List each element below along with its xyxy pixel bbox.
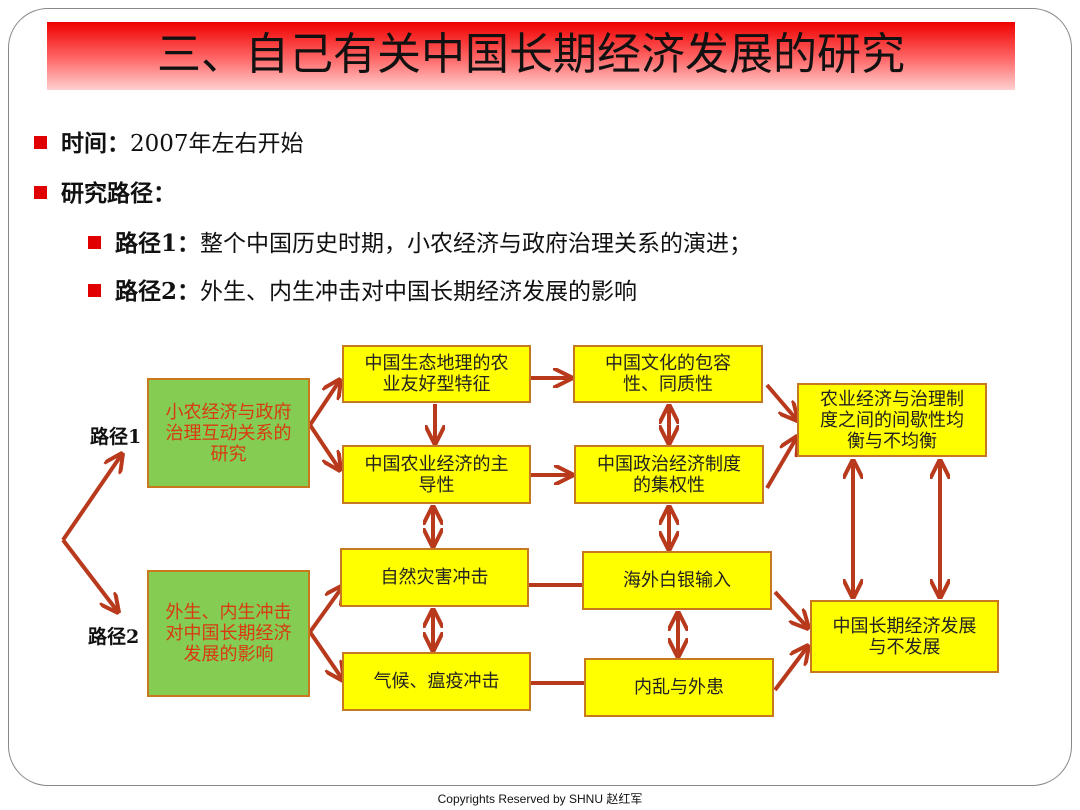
bullet-square-icon [88,284,101,297]
bullet-square-icon [34,136,47,149]
box-long-term-development: 中国长期经济发展与不发展 [810,600,999,673]
box-climate-plague: 气候、瘟疫冲击 [342,652,531,711]
box-agri-dominance: 中国农业经济的主导性 [342,445,531,504]
bullet-square-icon [34,186,47,199]
slide-title: 三、自己有关中国长期经济发展的研究 [47,22,1015,90]
box-political-system: 中国政治经济制度的集权性 [574,445,764,504]
bullet-path: 研究路径： [34,174,176,208]
bullet-path2: 路径2：外生、内生冲击对中国长期经济发展的影响 [88,272,637,306]
box-path2-topic: 外生、内生冲击对中国长期经济发展的影响 [147,570,310,697]
path1-label: 路径1 [90,426,142,448]
path2-label: 路径2 [88,626,140,648]
box-silver-import: 海外白银输入 [582,551,772,610]
box-equilibrium: 农业经济与治理制度之间的间歇性均衡与不均衡 [797,383,987,457]
footer-copyright: Copyrights Reserved by SHNU 赵红军 [437,792,643,806]
box-path1-topic: 小农经济与政府治理互动关系的研究 [147,378,310,488]
box-natural-disaster: 自然灾害冲击 [340,548,529,607]
slide-frame [8,8,1072,786]
bullet-time: 时间：2007年左右开始 [34,124,304,158]
box-culture: 中国文化的包容性、同质性 [573,345,763,403]
bullet-path1: 路径1：整个中国历史时期，小农经济与政府治理关系的演进； [88,224,752,258]
box-internal-external: 内乱与外患 [584,658,774,717]
box-eco-geography: 中国生态地理的农业友好型特征 [342,345,531,403]
bullet-square-icon [88,236,101,249]
